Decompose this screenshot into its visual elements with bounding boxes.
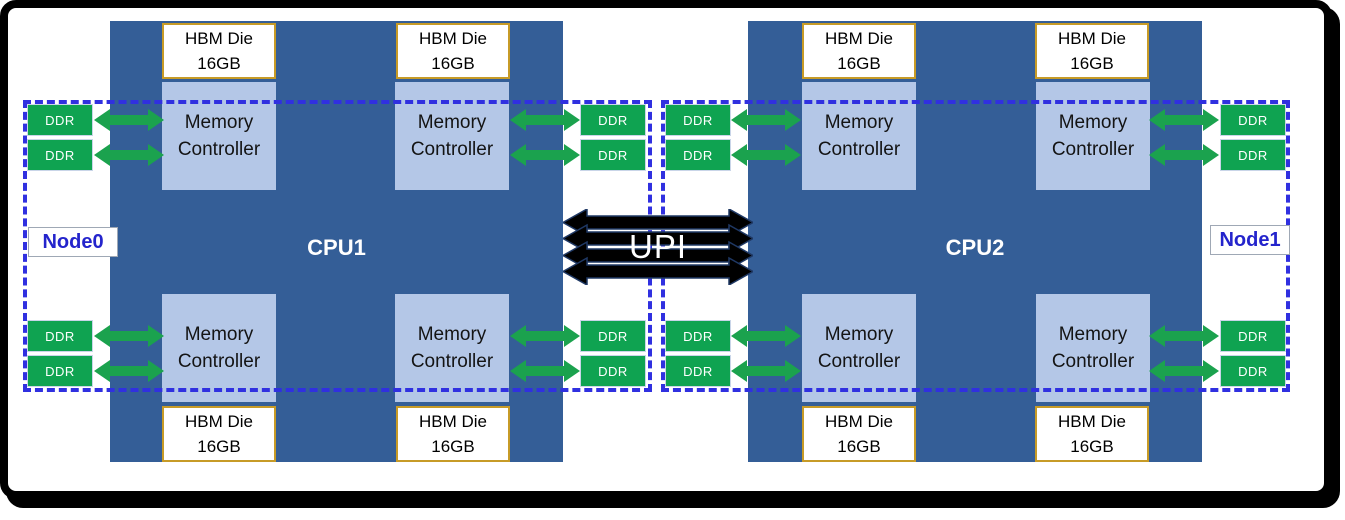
mc-label-line2: Controller: [177, 139, 261, 160]
ddr-label: DDR: [1238, 147, 1268, 163]
ddr-link-arrow-icon: [1149, 325, 1219, 347]
mc-label-line2: Controller: [817, 351, 901, 372]
ddr-box: DDR: [580, 139, 646, 171]
ddr-box: DDR: [580, 320, 646, 352]
hbm-label-line1: HBM Die: [824, 412, 893, 431]
ddr-link-arrow-icon: [94, 109, 164, 131]
ddr-label: DDR: [1238, 112, 1268, 128]
ddr-link-arrow-icon: [1149, 109, 1219, 131]
mc-label-line1: Memory: [417, 324, 487, 345]
ddr-label: DDR: [598, 363, 628, 379]
cpu2-label: CPU2: [945, 235, 1005, 260]
hbm-label-line2: 16GB: [1070, 54, 1114, 73]
mc-label-line1: Memory: [184, 112, 254, 133]
ddr-link-arrow-icon: [510, 109, 580, 131]
ddr-link-arrow-icon: [731, 360, 801, 382]
ddr-label: DDR: [45, 147, 75, 163]
hbm-label-line1: HBM Die: [184, 412, 253, 431]
mc-label-line1: Memory: [824, 112, 894, 133]
mc-label-line2: Controller: [1051, 351, 1135, 372]
ddr-label: DDR: [45, 112, 75, 128]
hbm-die-box: HBM Die 16GB: [1035, 23, 1149, 79]
hbm-label-line1: HBM Die: [418, 412, 487, 431]
mc-label-line2: Controller: [410, 139, 494, 160]
ddr-box: DDR: [580, 104, 646, 136]
cpu1-label: CPU1: [307, 235, 366, 260]
hbm-die-box: HBM Die 16GB: [802, 23, 916, 79]
ddr-link-arrow-icon: [1149, 144, 1219, 166]
hbm-label-line2: 16GB: [431, 437, 475, 456]
ddr-label: DDR: [683, 328, 713, 344]
hbm-label-line2: 16GB: [197, 54, 241, 73]
ddr-label: DDR: [683, 112, 713, 128]
ddr-link-arrow-icon: [731, 109, 801, 131]
hbm-die-box: HBM Die 16GB: [396, 23, 510, 79]
ddr-label: DDR: [45, 363, 75, 379]
mc-label-line1: Memory: [824, 324, 894, 345]
upi-label: UPI: [628, 228, 687, 265]
mc-label-line2: Controller: [177, 351, 261, 372]
hbm-label-line1: HBM Die: [1057, 29, 1126, 48]
ddr-box: DDR: [27, 320, 93, 352]
hbm-die-box: HBM Die 16GB: [1035, 406, 1149, 462]
memory-controller-box: Memory Controller: [802, 294, 916, 402]
ddr-link-arrow-icon: [510, 144, 580, 166]
mc-label-line1: Memory: [417, 112, 487, 133]
hbm-die-box: HBM Die 16GB: [162, 23, 276, 79]
mc-label-line2: Controller: [1051, 139, 1135, 160]
hbm-die-box: HBM Die 16GB: [396, 406, 510, 462]
hbm-label-line1: HBM Die: [1057, 412, 1126, 431]
mc-label-line2: Controller: [817, 139, 901, 160]
ddr-link-arrow-icon: [731, 325, 801, 347]
node1-label: Node1: [1210, 225, 1290, 255]
ddr-box: DDR: [665, 355, 731, 387]
node0-boundary: [23, 100, 652, 392]
hbm-label-line1: HBM Die: [184, 29, 253, 48]
ddr-box: DDR: [27, 104, 93, 136]
ddr-box: DDR: [665, 139, 731, 171]
ddr-link-arrow-icon: [510, 325, 580, 347]
hbm-label-line1: HBM Die: [418, 29, 487, 48]
memory-controller-box: Memory Controller: [162, 294, 276, 402]
ddr-label: DDR: [1238, 363, 1268, 379]
memory-controller-box: Memory Controller: [1036, 294, 1150, 402]
ddr-label: DDR: [45, 328, 75, 344]
hbm-label-line2: 16GB: [1070, 437, 1114, 456]
mc-label-line1: Memory: [1058, 324, 1128, 345]
hbm-label-line2: 16GB: [431, 54, 475, 73]
ddr-box: DDR: [665, 104, 731, 136]
ddr-link-arrow-icon: [94, 360, 164, 382]
ddr-link-arrow-icon: [94, 144, 164, 166]
hbm-die-box: HBM Die 16GB: [802, 406, 916, 462]
ddr-box: DDR: [1220, 320, 1286, 352]
ddr-box: DDR: [1220, 355, 1286, 387]
ddr-label: DDR: [598, 147, 628, 163]
ddr-box: DDR: [1220, 139, 1286, 171]
hbm-label-line2: 16GB: [837, 54, 881, 73]
hbm-die-box: HBM Die 16GB: [162, 406, 276, 462]
ddr-link-arrow-icon: [731, 144, 801, 166]
ddr-label: DDR: [683, 147, 713, 163]
upi-arrows-icon: [563, 209, 753, 285]
ddr-link-arrow-icon: [94, 325, 164, 347]
ddr-box: DDR: [665, 320, 731, 352]
node0-label: Node0: [28, 227, 118, 257]
mc-label-line2: Controller: [410, 351, 494, 372]
hbm-label-line2: 16GB: [197, 437, 241, 456]
hbm-label-line2: 16GB: [837, 437, 881, 456]
ddr-label: DDR: [683, 363, 713, 379]
mc-label-line1: Memory: [184, 324, 254, 345]
hbm-label-line1: HBM Die: [824, 29, 893, 48]
memory-controller-box: Memory Controller: [395, 294, 509, 402]
ddr-link-arrow-icon: [1149, 360, 1219, 382]
ddr-link-arrow-icon: [510, 360, 580, 382]
ddr-box: DDR: [1220, 104, 1286, 136]
mc-label-line1: Memory: [1058, 112, 1128, 133]
ddr-box: DDR: [580, 355, 646, 387]
ddr-label: DDR: [1238, 328, 1268, 344]
ddr-box: DDR: [27, 355, 93, 387]
ddr-label: DDR: [598, 112, 628, 128]
ddr-box: DDR: [27, 139, 93, 171]
ddr-label: DDR: [598, 328, 628, 344]
